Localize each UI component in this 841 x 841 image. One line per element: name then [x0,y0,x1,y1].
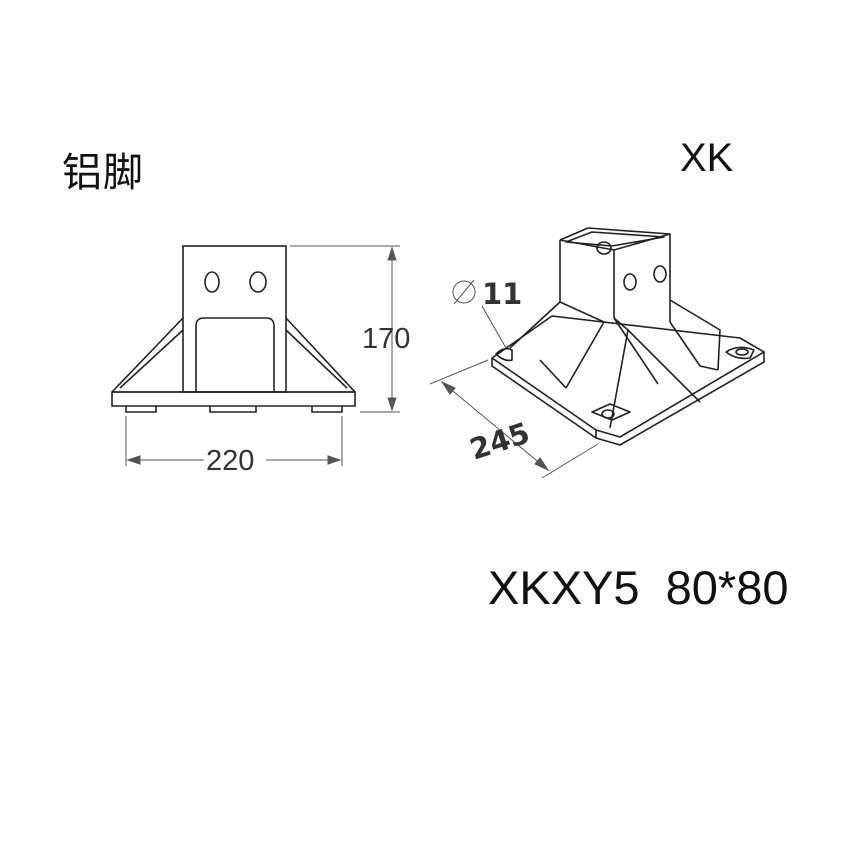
iso-tube-hole-back [596,241,612,255]
iso-gusset-front-base [627,329,701,403]
iso-tube-back [559,227,671,322]
iso-gusset-left-edge [509,301,561,349]
height-label: 170 [362,323,410,355]
iso-tube-hole-front-2 [653,265,667,283]
front-view-flare-right-inner [285,329,348,389]
diagonal-dimension [429,359,599,479]
front-view-foot-left [125,406,157,413]
diagonal-extension-top [429,359,489,385]
iso-gusset-right [669,299,721,371]
diagonal-extension-bottom [541,443,599,479]
height-arrow-top [387,246,397,261]
diameter-symbol-slash [453,279,475,305]
front-view-foot-right [311,406,343,413]
front-view-base-plate [111,391,356,407]
iso-slot-left [495,347,513,362]
iso-gusset-left-face [559,301,605,389]
width-dimension [125,416,343,466]
diagonal-arrow-top [440,380,456,395]
iso-slot-right [725,346,755,360]
front-view-hole-left [204,271,220,293]
height-dimension [290,245,400,413]
iso-tube-opening [565,231,665,247]
product-title: 铝脚 [62,150,144,196]
hole-diameter-callout [452,279,507,349]
front-view-flare-left-inner [119,329,184,389]
iso-hole-front [601,409,615,419]
iso-gusset-front-right [613,317,659,385]
height-arrow-bottom [387,397,397,412]
front-view [111,245,356,413]
isometric-view [491,227,765,446]
width-arrow-left [126,455,141,465]
hole-diameter-label: 11 [482,277,522,311]
width-label: 220 [206,445,254,477]
iso-hole-right [735,348,749,356]
hole-leader-line [481,305,507,349]
iso-gusset-right-face [669,321,719,371]
iso-tube-hole-front-1 [623,273,637,291]
diameter-symbol-icon [452,280,476,304]
diagonal-arrow-bottom [534,457,550,472]
width-arrow-right [327,455,342,465]
front-view-flare-right [285,317,356,393]
front-view-foot-center [209,406,257,413]
brand-label: XK [680,136,734,180]
front-view-hole-right [249,271,267,293]
diagonal-label: 245 [466,416,534,467]
front-view-post-cutout [195,317,275,392]
front-view-flare-left [111,317,184,393]
diagonal-dimension-line [441,381,549,471]
iso-base-plate [491,315,765,446]
iso-gusset-left-base [539,359,567,389]
model-code: XKXY5 80*80 [488,561,789,614]
